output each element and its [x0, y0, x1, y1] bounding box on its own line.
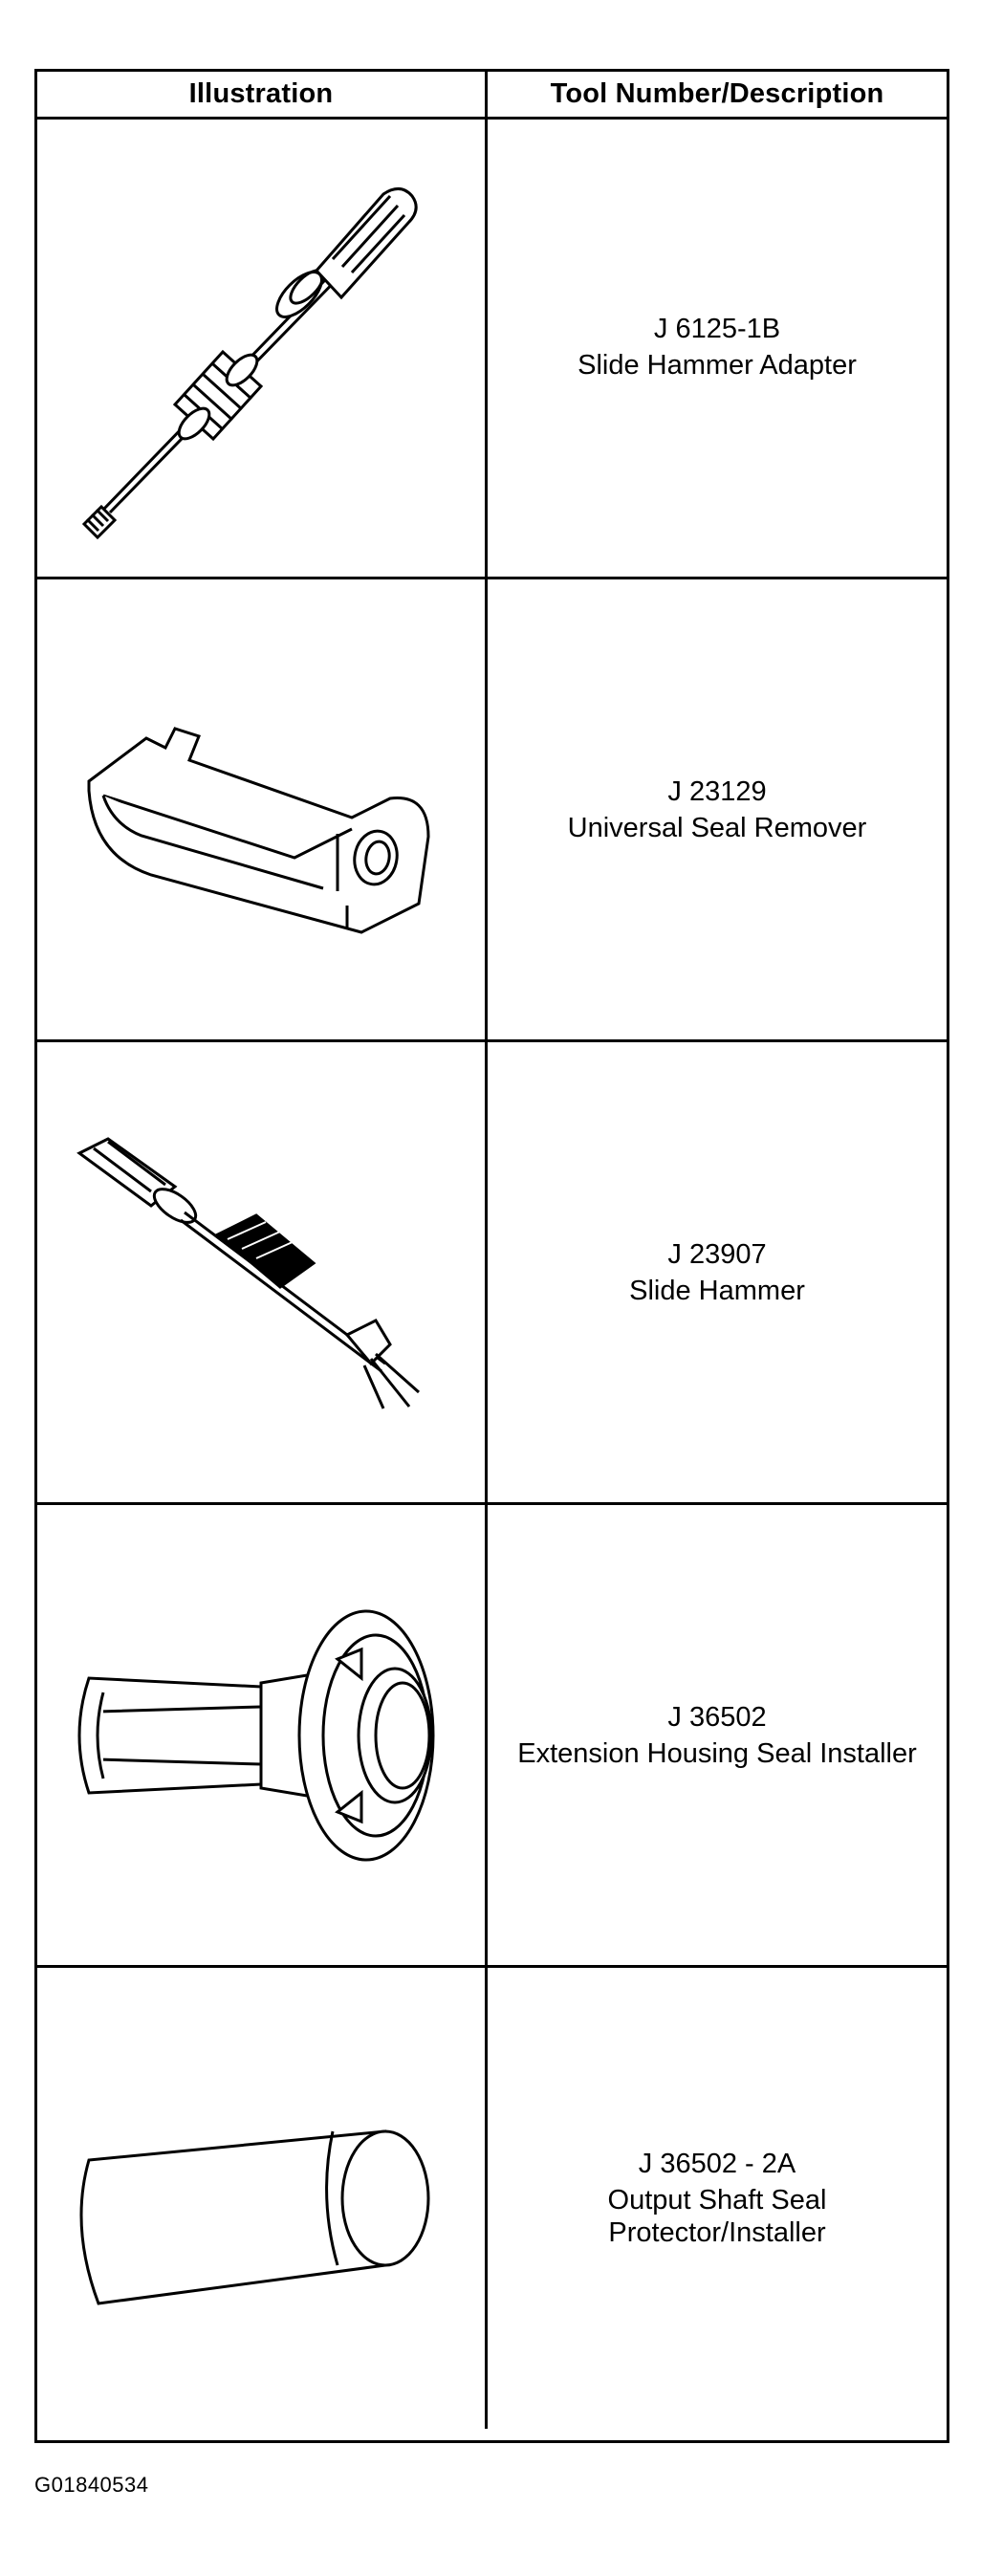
extension-housing-seal-installer-icon — [51, 1592, 471, 1879]
output-shaft-seal-protector-icon — [60, 2074, 462, 2323]
slide-hammer-adapter-icon — [60, 137, 462, 557]
description-cell: J 36502 - 2A Output Shaft Seal Protector… — [488, 1968, 947, 2429]
header-illustration: Illustration — [37, 72, 488, 117]
table-header: Illustration Tool Number/Description — [37, 72, 947, 120]
illustration-cell — [37, 1042, 488, 1502]
tool-number: J 6125-1B — [653, 313, 781, 344]
tool-description: Slide Hammer — [629, 1275, 805, 1306]
tool-description: Slide Hammer Adapter — [578, 349, 857, 381]
tool-description: Extension Housing Seal Installer — [517, 1737, 917, 1769]
illustration-cell — [37, 1968, 488, 2429]
illustration-cell — [37, 579, 488, 1039]
table-row: J 36502 - 2A Output Shaft Seal Protector… — [37, 1968, 947, 2429]
figure-id: G01840534 — [34, 2473, 149, 2497]
table-row: J 36502 Extension Housing Seal Installer — [37, 1505, 947, 1968]
tool-number: J 36502 - 2A — [638, 2149, 796, 2179]
universal-seal-remover-icon — [60, 666, 462, 953]
description-cell: J 23129 Universal Seal Remover — [488, 579, 947, 1039]
tool-number: J 36502 — [667, 1701, 767, 1733]
header-tool-description: Tool Number/Description — [550, 78, 884, 109]
slide-hammer-icon — [60, 1115, 462, 1430]
table-row: J 6125-1B Slide Hammer Adapter — [37, 117, 947, 579]
tool-table: Illustration Tool Number/Description — [34, 69, 949, 2443]
tool-description: Universal Seal Remover — [567, 812, 867, 843]
illustration-cell — [37, 1505, 488, 1965]
table-row: J 23907 Slide Hammer — [37, 1042, 947, 1505]
description-cell: J 6125-1B Slide Hammer Adapter — [488, 117, 947, 577]
description-cell: J 36502 Extension Housing Seal Installer — [488, 1505, 947, 1965]
tool-number: J 23907 — [667, 1238, 767, 1270]
tool-description: Output Shaft Seal Protector/Installer — [607, 2185, 827, 2248]
tool-number: J 23129 — [667, 775, 767, 807]
illustration-cell — [37, 117, 488, 577]
description-cell: J 23907 Slide Hammer — [488, 1042, 947, 1502]
table-row: J 23129 Universal Seal Remover — [37, 579, 947, 1042]
